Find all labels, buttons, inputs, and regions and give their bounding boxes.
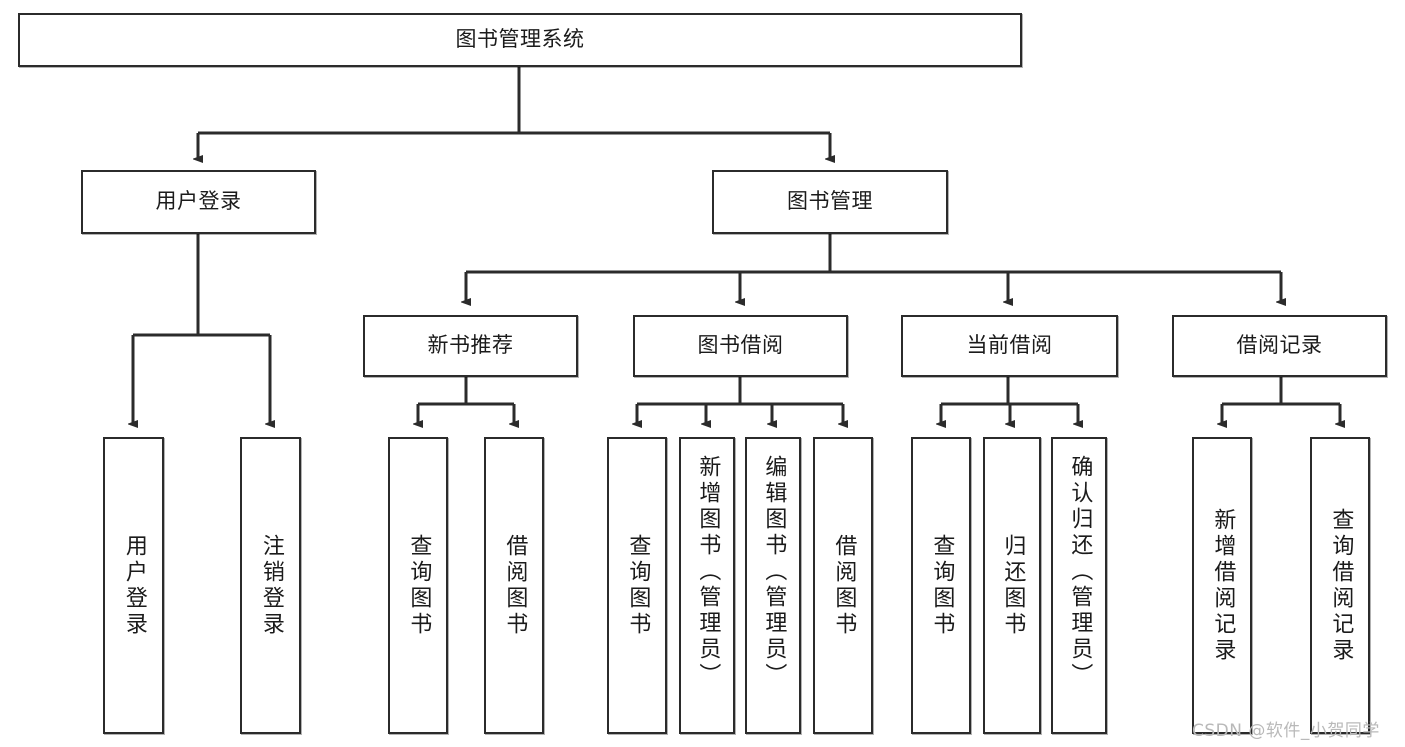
node-leaf-add-book-label: 新增图书（管理员） (695, 455, 721, 689)
node-leaf-logout[interactable]: 注销登录 (240, 437, 301, 734)
node-leaf-query-book-new[interactable]: 查询图书 (388, 437, 448, 734)
node-borrow-records[interactable]: 借阅记录 (1172, 315, 1387, 377)
node-leaf-borrow-book-label: 借阅图书 (831, 533, 857, 638)
node-leaf-add-borrow-record-label: 新增借阅记录 (1210, 507, 1236, 664)
node-leaf-query-book-borrow[interactable]: 查询图书 (607, 437, 667, 734)
node-leaf-query-book-new-label: 查询图书 (406, 533, 432, 638)
node-user-login-label: 用户登录 (155, 189, 242, 214)
node-leaf-borrow-book-new[interactable]: 借阅图书 (484, 437, 544, 734)
node-new-book-recommend[interactable]: 新书推荐 (363, 315, 578, 377)
node-leaf-confirm-return-label: 确认归还（管理员） (1067, 455, 1093, 689)
node-leaf-add-borrow-record[interactable]: 新增借阅记录 (1192, 437, 1252, 734)
node-leaf-query-borrow-record-label: 查询借阅记录 (1328, 507, 1354, 664)
node-root[interactable]: 图书管理系统 (18, 13, 1022, 67)
node-book-borrow-label: 图书借阅 (697, 333, 784, 358)
node-borrow-records-label: 借阅记录 (1236, 333, 1323, 358)
node-leaf-logout-label: 注销登录 (258, 533, 284, 638)
node-root-label: 图书管理系统 (455, 27, 585, 52)
node-leaf-query-borrow-record[interactable]: 查询借阅记录 (1310, 437, 1370, 734)
node-leaf-query-book-borrow-label: 查询图书 (625, 533, 651, 638)
node-leaf-return-book[interactable]: 归还图书 (983, 437, 1041, 734)
node-current-borrow[interactable]: 当前借阅 (901, 315, 1118, 377)
node-book-management-label: 图书管理 (787, 189, 873, 214)
node-leaf-edit-book-label: 编辑图书（管理员） (761, 455, 787, 689)
node-leaf-add-book[interactable]: 新增图书（管理员） (679, 437, 735, 734)
node-leaf-user-login-label: 用户登录 (121, 533, 147, 638)
node-leaf-user-login[interactable]: 用户登录 (103, 437, 164, 734)
node-current-borrow-label: 当前借阅 (966, 333, 1053, 358)
node-leaf-borrow-book[interactable]: 借阅图书 (813, 437, 873, 734)
node-leaf-edit-book[interactable]: 编辑图书（管理员） (745, 437, 801, 734)
node-book-borrow[interactable]: 图书借阅 (633, 315, 848, 377)
node-leaf-confirm-return[interactable]: 确认归还（管理员） (1051, 437, 1107, 734)
node-leaf-query-book-current[interactable]: 查询图书 (911, 437, 971, 734)
node-user-login[interactable]: 用户登录 (81, 170, 316, 234)
node-book-management[interactable]: 图书管理 (712, 170, 948, 234)
node-leaf-borrow-book-new-label: 借阅图书 (502, 533, 528, 638)
node-leaf-return-book-label: 归还图书 (1000, 533, 1026, 638)
node-leaf-query-book-current-label: 查询图书 (929, 533, 955, 638)
node-new-book-recommend-label: 新书推荐 (427, 333, 514, 358)
